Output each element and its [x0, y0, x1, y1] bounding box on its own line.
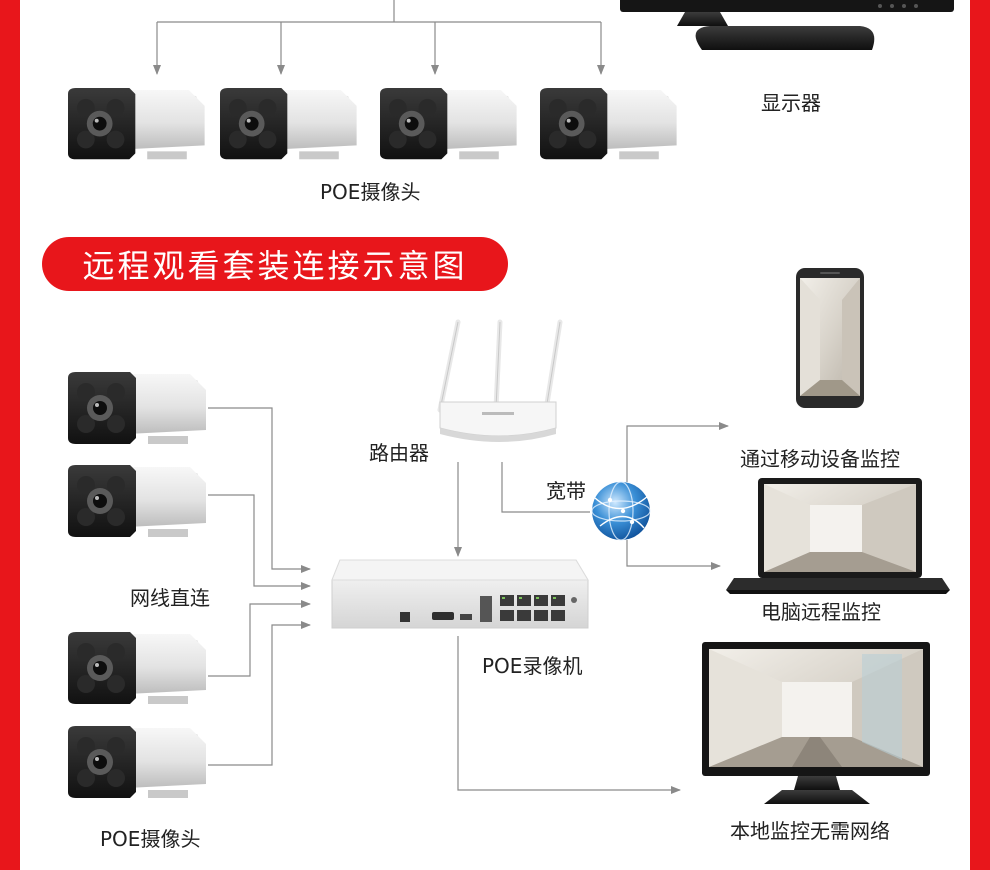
- diagram-graphics: [68, 0, 954, 804]
- top-connector-lines: [153, 0, 605, 75]
- laptop-icon: [726, 478, 950, 594]
- top-monitor: [620, 0, 954, 50]
- top-cameras-label: POE摄像头: [320, 180, 421, 204]
- bottom-camera-2: [68, 465, 206, 537]
- diagram-canvas: 显示器 POE摄像头 远程观看套装连接示意图 路由器 宽带 网线直连 POE摄像…: [20, 0, 970, 870]
- direct-cable-label: 网线直连: [130, 586, 210, 610]
- top-camera-2: [220, 88, 357, 160]
- router-label: 路由器: [369, 441, 429, 465]
- bottom-camera-1: [68, 372, 206, 444]
- monitor-icon: [702, 642, 930, 804]
- local-label: 本地监控无需网络: [730, 819, 890, 843]
- bottom-connector-lines: [208, 407, 729, 794]
- top-camera-3: [380, 88, 517, 160]
- pc-label: 电脑远程监控: [761, 600, 881, 624]
- bottom-camera-3: [68, 632, 206, 704]
- bottom-cameras-label: POE摄像头: [100, 827, 201, 851]
- top-camera-1: [68, 88, 205, 160]
- router-icon: [437, 319, 563, 442]
- nvr-label: POE录像机: [482, 654, 583, 678]
- top-camera-4: [540, 88, 677, 160]
- broadband-label: 宽带: [546, 479, 586, 503]
- globe-icon: [591, 481, 651, 541]
- mobile-label: 通过移动设备监控: [740, 447, 900, 471]
- section-banner: 远程观看套装连接示意图: [42, 237, 508, 291]
- phone-icon: [796, 268, 864, 408]
- bottom-camera-4: [68, 726, 206, 798]
- nvr-icon: [331, 559, 589, 629]
- monitor-label: 显示器: [761, 91, 821, 115]
